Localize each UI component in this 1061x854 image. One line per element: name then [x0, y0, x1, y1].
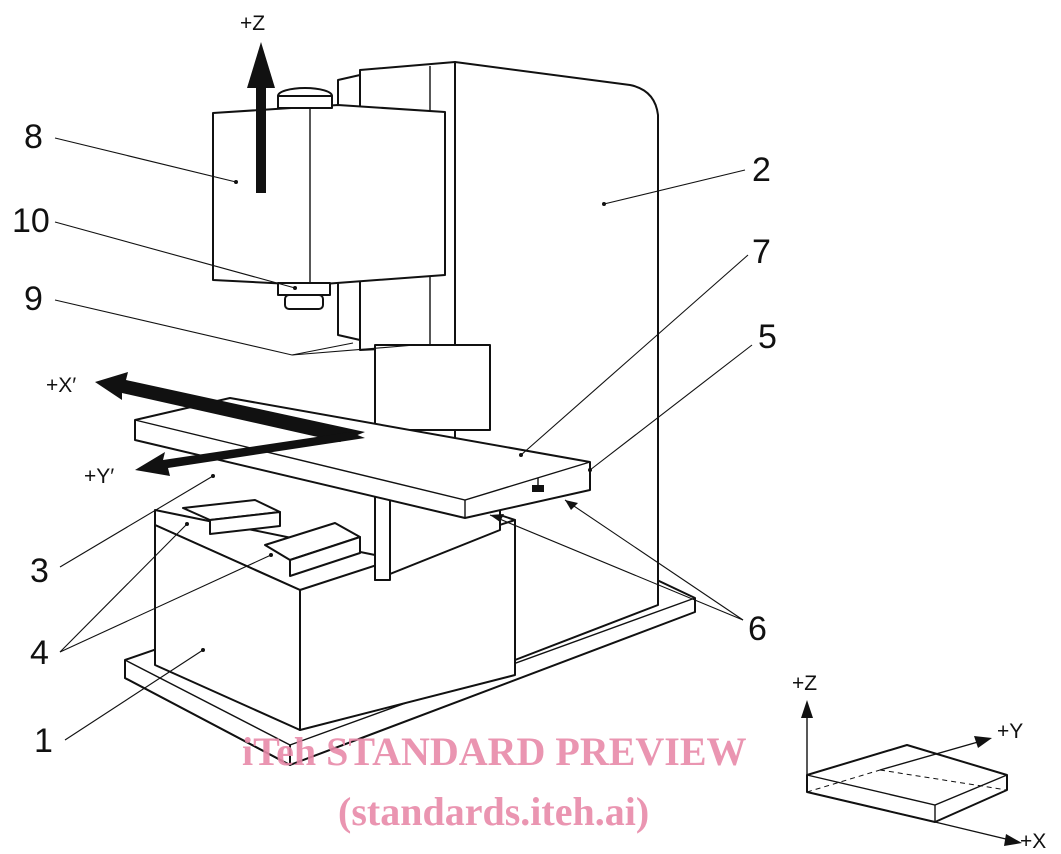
worktable: [134, 397, 591, 519]
callout-7: 7: [752, 233, 771, 271]
watermark-title: iTeh STANDARD PREVIEW: [242, 729, 747, 774]
watermark-url: (standards.iteh.ai): [338, 789, 649, 834]
axis-label-y-prime: +Y′: [84, 465, 114, 488]
callout-9: 9: [24, 280, 43, 318]
axis-label-z-head: +Z: [240, 12, 265, 35]
inset-coordinate-box: [801, 700, 1022, 846]
callout-1: 1: [34, 722, 53, 760]
spindle-head: [212, 87, 446, 310]
callout-6: 6: [748, 610, 767, 648]
axis-label-y-inset: +Y: [997, 720, 1023, 743]
callout-5: 5: [758, 318, 777, 356]
xy-direction-arrows: [95, 372, 365, 476]
z-direction-arrow: [247, 42, 275, 193]
callout-3: 3: [30, 552, 49, 590]
axis-label-z-inset: +Z: [792, 672, 817, 695]
callout-4: 4: [30, 634, 49, 672]
knee: [154, 499, 516, 731]
callout-10: 10: [12, 202, 50, 240]
callout-8: 8: [24, 118, 43, 156]
axis-label-x-prime: +X′: [46, 374, 76, 397]
callout-2: 2: [752, 151, 771, 189]
leader-lines: [54, 137, 753, 741]
axis-label-x-inset: +X: [1020, 830, 1046, 853]
